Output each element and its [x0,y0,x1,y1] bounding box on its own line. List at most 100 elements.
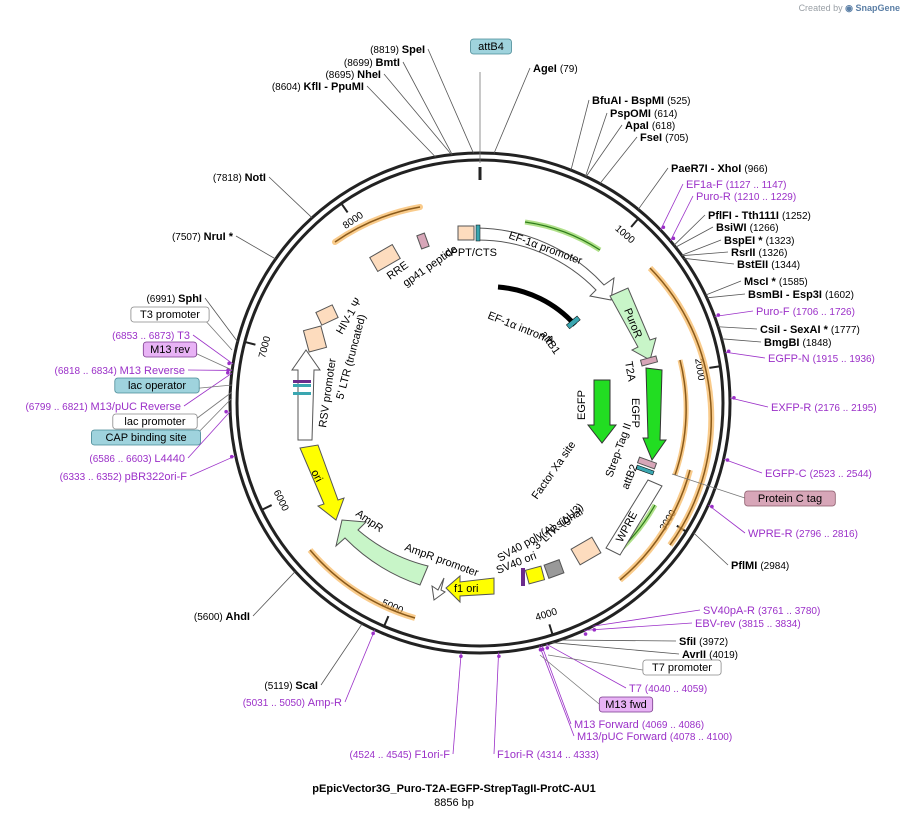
box-label-attb4: attB4 [478,41,504,53]
leader-rsrii [681,251,729,257]
primer-coord: (3815 .. 3834) [738,619,800,630]
leader-box-m13-rev [194,352,233,371]
strep-tag-box [636,456,658,470]
primer-label-amp-r: (5031 .. 5050) Amp-R [243,697,342,709]
primer-coord: (5031 .. 5050) [243,698,308,709]
ampr-arrow [335,519,429,586]
feature-label-factor-xa: Factor Xa site [530,439,579,501]
primer-coord: (4040 .. 4059) [645,684,707,695]
enzyme-name: NheI [357,69,381,81]
primer-name: M13/pUC Reverse [91,401,181,413]
box-m13-rev [142,341,198,358]
primer-mark-ebv-rev [583,632,588,636]
primer-mark-f1ori-f [459,654,463,659]
leader-m13-puc-forward [539,645,575,737]
enzyme-name: BmtI [376,57,400,69]
enzyme-coord: (1602) [825,290,854,301]
primer-label-t7: T7 (4040 .. 4059) [629,683,707,695]
primer-label-ef1a-f: EF1a-F (1127 .. 1147) [686,179,787,191]
enzyme-label-paer7i-xhoi: PaeR7I - XhoI (966) [671,163,768,175]
enzyme-name: SphI [178,293,202,305]
ef1a-promoter-arrow [477,227,615,301]
t2a-box [639,355,659,367]
enzyme-coord: (618) [652,121,675,132]
primer-label-egfp-n: EGFP-N (1915 .. 1936) [768,353,875,365]
primer-coord: (4314 .. 4333) [537,750,599,761]
enzyme-coord: (1252) [782,211,811,222]
primer-mark-ef1a-f [661,225,666,230]
enzyme-coord: (5600) [194,612,226,623]
leader-kfli-ppumi [366,85,436,158]
enzyme-name: KflI - PpuMI [304,81,365,93]
leader-box-protein-c-tag [671,473,758,503]
leader-agei [493,67,531,154]
primer-mark-t7 [545,646,550,650]
enzyme-label-bmgbi: BmgBI (1848) [764,337,831,349]
enzyme-name: CsiI - SexAI * [760,324,831,336]
orf-arc-8000-core [334,206,421,243]
ruler-tick-7000 [244,340,256,346]
ruler-tick-6000 [261,504,273,511]
primer-coord: (3761 .. 3780) [758,606,820,617]
feature-label-ori: ori [308,468,324,484]
box-attb4 [470,38,512,55]
primer-name: EBV-rev [695,618,738,630]
primer-mark-puro-f [716,313,721,317]
primer-label-l4440: (6586 .. 6603) L4440 [89,453,185,465]
enzyme-coord: (8699) [344,58,376,69]
primer-name: M13 Forward [574,719,642,731]
enzyme-label-pspomi: PspOMI (614) [610,108,677,120]
enzyme-name: BfuAI - BspMI [592,95,667,107]
enzyme-label-pflfi-tth111i: PflFI - Tth111I (1252) [708,210,811,222]
enzyme-label-bsiwi: BsiWI (1266) [716,222,779,234]
feature-label-egfp-right: EGFP [629,398,641,428]
enzyme-label-nhei: (8695) NheI [325,69,381,81]
primer-mark-puro-r [671,236,676,241]
enzyme-coord: (1326) [759,248,788,259]
enzyme-name: BsmBI - Esp3I [748,289,825,301]
enzyme-label-fsei: FseI (705) [640,132,688,144]
leader-puro-r [670,195,694,242]
leader-csii-sexai [718,326,758,330]
primer-label-ebv-rev: EBV-rev (3815 .. 3834) [695,618,801,630]
primer-coord: (4069 .. 4086) [642,720,704,731]
primer-name: T7 [629,683,645,695]
leader-pflfi-tth111i [673,214,706,246]
primer-name: M13 Reverse [120,365,185,377]
enzyme-coord: (1266) [750,223,779,234]
sv40pa-box [543,559,565,579]
ruler-tick-8000 [340,202,349,214]
primer-label-wpre-r: WPRE-R (2796 .. 2816) [748,528,858,540]
ampr-promoter-arrow [431,577,446,601]
leader-scai [320,623,363,686]
primer-mark-f1ori-r [497,654,501,659]
primer-name: F1ori-F [415,749,451,761]
leader-fsei [599,136,638,184]
primer-label-f1ori-f: (4524 .. 4545) F1ori-F [350,749,451,761]
leader-egfp-n [724,351,766,359]
primer-coord: (6818 .. 6834) [55,366,120,377]
enzyme-label-bspei: BspEI * (1323) [724,235,794,247]
primer-name: EXFP-R [771,402,814,414]
ruler-tick-1000 [630,217,640,228]
feature-shapes [291,224,667,604]
primer-mark-t3 [227,361,231,366]
enzyme-coord: (4019) [709,650,738,661]
primer-mark-amp-r [371,631,375,636]
primer-mark-l4440 [224,409,228,414]
leader-paer7i-xhoi [637,167,669,210]
leader-nhei [383,73,452,155]
enzyme-label-spei: (8819) SpeI [370,44,425,56]
primer-name: Puro-F [756,306,793,318]
primer-label-m13-reverse: (6818 .. 6834) M13 Reverse [55,365,185,377]
primer-name: Amp-R [308,697,342,709]
feature-label-cppt: cPPT/CTS [445,247,497,259]
primer-mark-m13-puc-reverse [226,370,230,375]
box-t7-promoter [642,659,722,676]
enzyme-name: PflMI [731,560,760,572]
leader-bsmbi-esp3i [706,293,746,299]
attb1-box [565,315,581,330]
ruler-tick-5000 [383,615,390,627]
enzyme-name: RsrII [731,247,759,259]
enzyme-label-scai: (5119) ScaI [264,680,318,692]
